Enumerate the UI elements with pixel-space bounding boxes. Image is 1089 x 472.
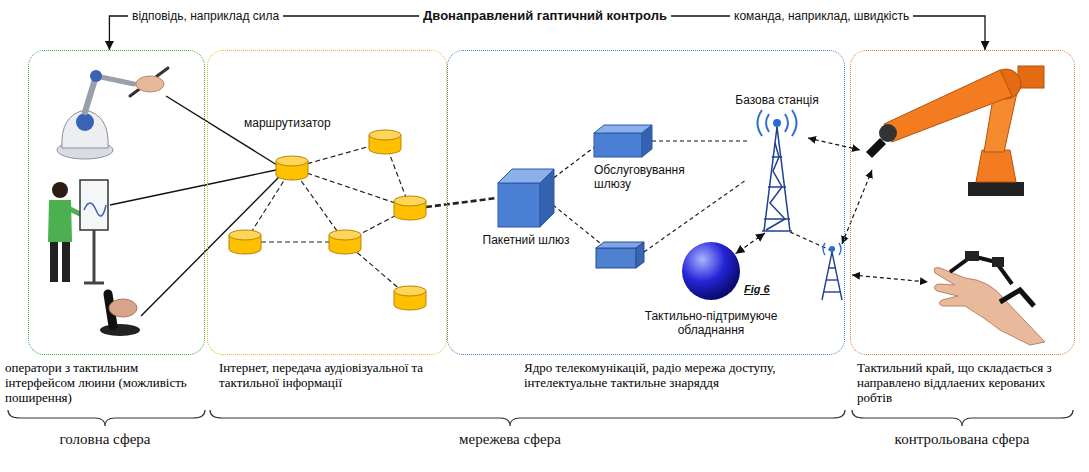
haptic-device <box>57 68 168 159</box>
tactile-edge-region: Тактильний край, що складається з направ… <box>850 50 1075 355</box>
operator-region: оператори з тактильним інтерфейсом люини… <box>28 50 205 355</box>
internet-region-text: Інтернет, передача аудіовізуальної та та… <box>219 360 445 390</box>
tactile-support-device: Тактильно-підтримуюче обладнання <box>681 241 741 301</box>
tactile-edge-region-text: Тактильний край, що складається з направ… <box>857 360 1075 405</box>
radio-link <box>736 233 765 254</box>
network-links <box>245 142 410 298</box>
sphere-name: головна сфера <box>60 430 151 448</box>
sphere-name: мережева сфера <box>459 430 561 448</box>
core-region: Ядро телекомунікацій, радіо мережа досту… <box>447 50 845 355</box>
gateway-service-text: Обслуговування шлюзу <box>594 163 714 191</box>
core-link <box>426 198 497 207</box>
operator-region-text: оператори з тактильним інтерфейсом люини… <box>5 360 211 405</box>
tactile-support-device-text: Тактильно-підтримуюче обладнання <box>623 309 799 337</box>
operator-figure <box>48 180 108 283</box>
robot-arm <box>866 66 1044 196</box>
tactile-support-device-icon <box>681 241 741 301</box>
core-region-text: Ядро телекомунікацій, радіо мережа досту… <box>524 360 842 390</box>
gateway-service-icon <box>594 125 652 157</box>
radio-links <box>808 138 928 282</box>
base-station-icon <box>747 109 807 233</box>
sphere-braces <box>8 410 1073 426</box>
figure-label: Fig 6 <box>744 282 770 296</box>
packet-gateway-text: Пакетний шлюз <box>483 233 570 247</box>
dashed-link <box>652 140 747 141</box>
gateway-service: Обслуговування шлюзу <box>594 125 652 157</box>
command-label: команда, наприклад, швидкість <box>730 9 913 24</box>
base-station-text: Базова станція <box>735 93 818 107</box>
response-label: відповідь, наприклад сила <box>128 9 283 24</box>
dashed-link <box>554 147 594 177</box>
packet-gateway: Пакетний шлюз <box>498 169 554 227</box>
packet-gateway-icon <box>498 169 554 227</box>
router-icons <box>229 130 426 310</box>
small-antenna <box>822 243 842 300</box>
internet-region: Інтернет, передача аудіовізуальної та та… <box>207 50 447 355</box>
router-label: маршрутизатор <box>240 116 335 131</box>
gateway-box <box>596 242 644 268</box>
haptic-glove <box>934 251 1045 345</box>
joystick <box>100 294 140 336</box>
base-station: Базова станція <box>747 109 807 233</box>
sphere-name: контрольована сфера <box>895 430 1030 448</box>
diagram-title: Двонаправлений гаптичний контроль <box>419 8 671 24</box>
